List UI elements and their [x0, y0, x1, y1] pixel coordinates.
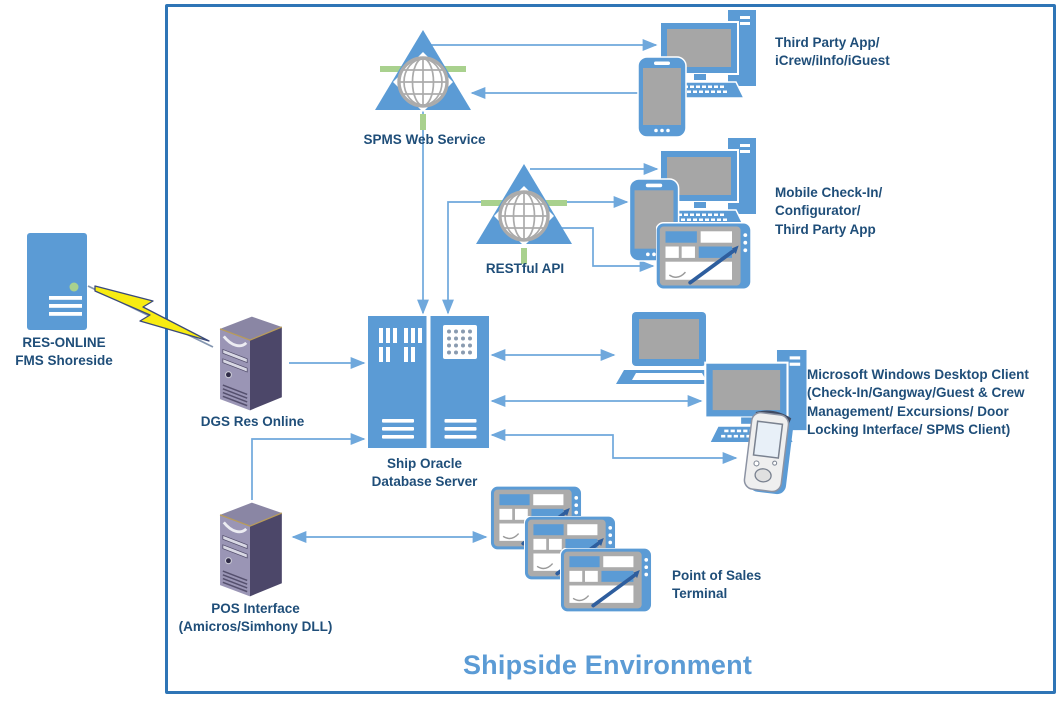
lightning-bolt-icon [94, 285, 210, 342]
pos-terminal-label: Point of Sales Terminal [672, 568, 762, 602]
tablet-terminal-icon [560, 548, 652, 612]
dgs-tower-server-icon [219, 316, 283, 411]
shoreside-server-icon [27, 233, 87, 330]
spms-web-service-label: SPMS Web Service [363, 132, 486, 147]
third-party-app-label: Third Party App/ iCrew/iInfo/iGuest [775, 35, 890, 69]
dgs-label: DGS Res Online [200, 414, 305, 429]
pos-interface-label: POS Interface (Amicros/Simhony DLL) [178, 601, 333, 635]
oracle-db-label: Ship Oracle Database Server [371, 456, 478, 490]
mobile-checkin-label: Mobile Check-In/ Configurator/ Third Par… [775, 185, 883, 237]
globe-icon [498, 190, 550, 242]
pos-terminal-stack [490, 486, 655, 616]
res-online-label: RES-ONLINE FMS Shoreside [15, 335, 113, 369]
handheld-pda-icon [743, 410, 794, 495]
diagram-title: Shipside Environment [462, 650, 753, 680]
power-light-icon [69, 282, 79, 292]
globe-icon [397, 56, 449, 108]
database-server-icon [368, 316, 489, 448]
pos-tower-server-icon [219, 502, 283, 597]
tablet-terminal-icon [656, 222, 751, 290]
restful-api-triangle-icon [476, 164, 572, 264]
smartphone-icon [637, 56, 687, 138]
environment-boundary-box [165, 4, 1056, 694]
restful-api-label: RESTful API [485, 261, 565, 276]
web-service-triangle-icon [375, 30, 471, 130]
laptop-icon [616, 312, 722, 384]
windows-client-label: Microsoft Windows Desktop Client (Check-… [807, 367, 1029, 438]
